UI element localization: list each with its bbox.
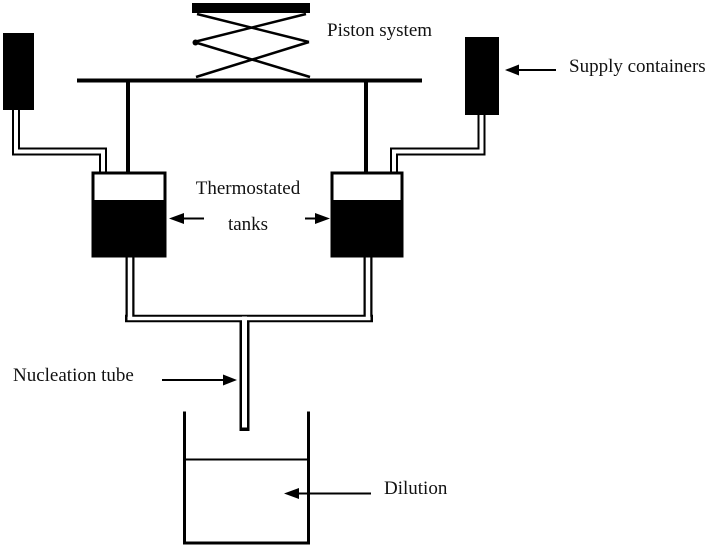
thermostated-tank-left xyxy=(91,171,167,258)
thermostated-tank-right xyxy=(330,171,404,258)
dilution-arrow xyxy=(284,488,371,499)
thermostated-tanks-arrow-left xyxy=(169,213,204,224)
dilution-label: Dilution xyxy=(384,478,448,499)
supply-tube-left xyxy=(12,106,107,177)
dilution-beaker xyxy=(183,411,310,545)
tubing-inner xyxy=(14,106,484,428)
nucleation-tube-label: Nucleation tube xyxy=(13,365,134,386)
supply-container-right xyxy=(465,37,499,115)
thermostated-tanks-label-line1: Thermostated xyxy=(195,178,301,199)
supply-tube-right xyxy=(390,111,486,177)
supply-containers-arrow xyxy=(505,64,556,76)
supply-containers-label: Supply containers xyxy=(569,56,706,77)
thermostated-tanks-label-line2: tanks xyxy=(227,214,269,235)
scissor-pivot xyxy=(192,39,199,46)
piston-top-plate xyxy=(192,3,310,13)
thermostated-tanks-arrow-right xyxy=(305,213,330,224)
annotation-arrows xyxy=(162,64,556,499)
nucleation-tube-arrow xyxy=(162,374,237,386)
piston-system-label: Piston system xyxy=(327,20,433,41)
scissor-mechanism xyxy=(193,12,311,79)
supply-container-left xyxy=(3,33,34,110)
